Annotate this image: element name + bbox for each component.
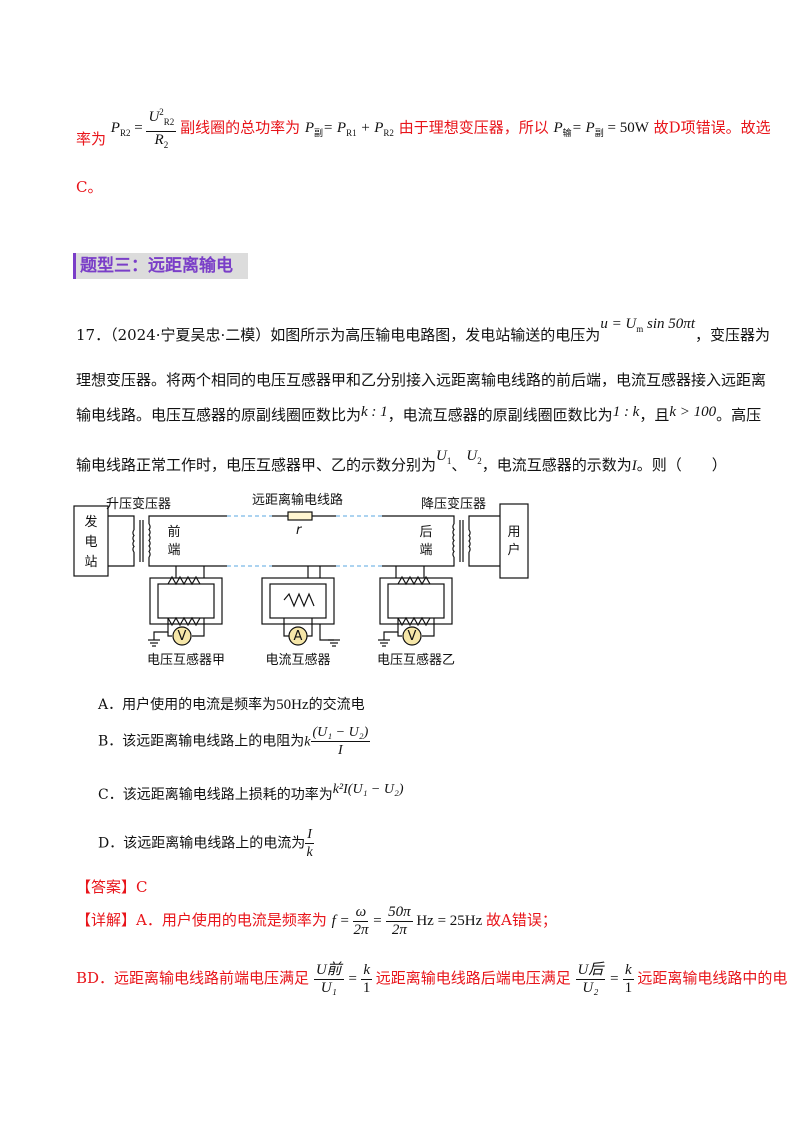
user-label-1: 用 <box>507 525 520 540</box>
voltmeter-a-icon <box>172 626 192 646</box>
ground-symbol <box>378 639 390 647</box>
formula-ratio-1k: 1 : k <box>612 404 640 420</box>
formula-condition: k > 100 <box>669 404 717 420</box>
option-c[interactable]: C．该远距离输电线路上损耗的功率为k²I(U₁ − U₂) <box>98 782 404 803</box>
current-transformer-label: 电流互感器 <box>265 652 330 668</box>
ground-symbol <box>148 639 160 647</box>
step-down-label: 降压变压器 <box>421 496 486 512</box>
user-label-2: 户 <box>507 542 520 558</box>
ground-symbol <box>328 639 340 647</box>
question-line-4: 输电线路正常工作时，电压互感器甲、乙的示数分别为U1、U2，电流互感器的示数为I… <box>76 448 727 474</box>
voltmeter-b-icon <box>402 626 422 646</box>
step-down-secondary-coil <box>468 529 471 553</box>
circuit-diagram: 发 电 站 升压变压器 远距离输电线路 r 降压变压器 用 户 前 端 后 端 … <box>73 492 529 668</box>
line-resistor <box>287 511 313 521</box>
option-a[interactable]: A．用户使用的电流是频率为50Hz的交流电 <box>98 697 365 713</box>
back-label-2: 端 <box>419 543 432 558</box>
voltmeter-a-letter: V <box>178 629 187 644</box>
current-transformer <box>261 577 335 641</box>
voltage-transformer-b <box>379 575 453 640</box>
user-box <box>499 503 529 579</box>
formula-ratio-k1: k : 1 <box>361 404 388 420</box>
continuation-line-2: C。 <box>76 178 103 196</box>
formula-total-power: P副= PR1 + PR2 <box>304 120 394 139</box>
generator-label-2: 电 <box>84 535 97 550</box>
text: 故D项错误。故选 <box>653 118 771 137</box>
formula-u2: U2 <box>466 448 482 466</box>
step-up-label: 升压变压器 <box>106 496 171 512</box>
step-up-primary-coil <box>132 529 135 553</box>
resistor-label: r <box>296 523 303 538</box>
voltmeter-b-letter: V <box>408 629 417 644</box>
question-line-2: 理想变压器。将两个相同的电压互感器甲和乙分别接入远距离输电线路的前后端，电流互感… <box>76 371 767 389</box>
front-label-1: 前 <box>167 524 180 540</box>
voltage-transformer-b-label: 电压互感器乙 <box>377 652 455 668</box>
voltage-transformer-a-label: 电压互感器甲 <box>147 652 225 668</box>
formula-u: u = Um sin 50πt <box>600 316 695 334</box>
line-label: 远距离输电线路 <box>252 492 343 508</box>
voltage-transformer-a <box>149 575 223 640</box>
front-label-2: 端 <box>167 543 180 558</box>
section-title: 题型三：远距离输电 <box>73 253 248 279</box>
question-line-3: 输电线路。电压互感器的原副线圈匝数比为k : 1，电流互感器的原副线圈匝数比为1… <box>76 404 762 424</box>
formula-power-equal: P输= P副 = 50W <box>553 120 649 139</box>
formula-u1: U1 <box>436 448 452 466</box>
back-label-1: 后 <box>419 525 432 540</box>
ammeter-letter: A <box>294 629 303 644</box>
step-up-secondary-coil <box>148 523 151 558</box>
text: 副线圈的总功率为 <box>180 118 301 137</box>
answer: 【答案】C <box>76 878 148 896</box>
text: 率为 <box>76 130 107 149</box>
generator-label-3: 站 <box>84 555 97 570</box>
generator-box <box>73 505 109 577</box>
generator-label-1: 发 <box>84 514 97 530</box>
formula-i: I <box>631 458 637 474</box>
step-down-primary-coil <box>452 523 455 558</box>
option-b[interactable]: B．该远距离输电线路上的电阻为k(U₁ − U₂)I <box>98 725 371 758</box>
ammeter-icon <box>288 626 308 646</box>
text: 由于理想变压器，所以 <box>398 118 549 137</box>
question-line-1: 17．（2024·宁夏吴忠·二模）如图所示为高压输电电路图，发电站输送的电压为u… <box>76 316 770 344</box>
